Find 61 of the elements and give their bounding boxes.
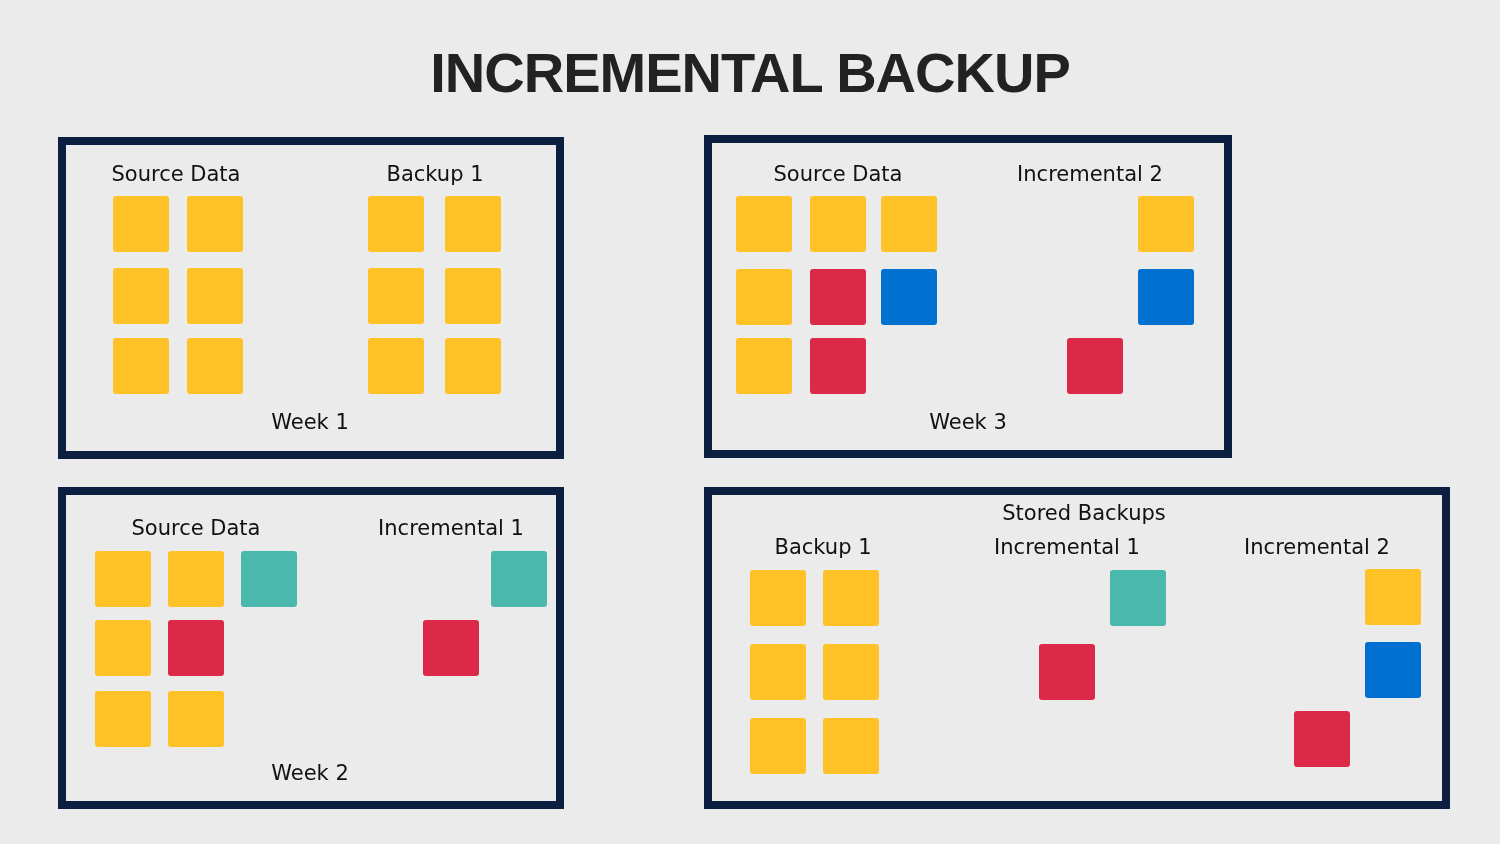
- data-block: [1039, 644, 1095, 700]
- data-block: [1294, 711, 1350, 767]
- data-block: [736, 338, 792, 394]
- data-block: [810, 338, 866, 394]
- panel-frame: [704, 135, 1232, 458]
- data-block: [113, 338, 169, 394]
- data-block: [823, 644, 879, 700]
- group-heading: Backup 1: [774, 535, 872, 559]
- data-block: [368, 268, 424, 324]
- group-heading: Incremental 1: [378, 516, 524, 540]
- data-block: [810, 196, 866, 252]
- data-block: [750, 570, 806, 626]
- data-block: [1110, 570, 1166, 626]
- data-block: [187, 196, 243, 252]
- panel-caption: Week 1: [271, 410, 349, 434]
- group-heading: Source Data: [111, 162, 241, 186]
- data-block: [113, 268, 169, 324]
- data-block: [1365, 642, 1421, 698]
- data-block: [810, 269, 866, 325]
- data-block: [95, 691, 151, 747]
- data-block: [445, 268, 501, 324]
- panel-caption: Week 2: [271, 761, 349, 785]
- data-block: [750, 644, 806, 700]
- group-heading: Incremental 2: [1244, 535, 1390, 559]
- data-block: [736, 269, 792, 325]
- group-heading: Source Data: [773, 162, 903, 186]
- group-heading: Incremental 2: [1017, 162, 1163, 186]
- data-block: [368, 196, 424, 252]
- data-block: [1067, 338, 1123, 394]
- data-block: [423, 620, 479, 676]
- data-block: [241, 551, 297, 607]
- data-block: [823, 570, 879, 626]
- data-block: [95, 551, 151, 607]
- group-heading: Source Data: [131, 516, 261, 540]
- group-heading: Backup 1: [386, 162, 484, 186]
- data-block: [1138, 196, 1194, 252]
- data-block: [368, 338, 424, 394]
- group-heading: Stored Backups: [1002, 501, 1166, 525]
- data-block: [168, 620, 224, 676]
- data-block: [187, 268, 243, 324]
- data-block: [1365, 569, 1421, 625]
- data-block: [823, 718, 879, 774]
- data-block: [168, 691, 224, 747]
- data-block: [445, 196, 501, 252]
- group-heading: Incremental 1: [994, 535, 1140, 559]
- data-block: [168, 551, 224, 607]
- data-block: [113, 196, 169, 252]
- data-block: [187, 338, 243, 394]
- data-block: [736, 196, 792, 252]
- data-block: [95, 620, 151, 676]
- data-block: [881, 269, 937, 325]
- panel-frame: [58, 137, 564, 459]
- panel-caption: Week 3: [929, 410, 1007, 434]
- panel-frame: [704, 487, 1450, 809]
- title: INCREMENTAL BACKUP: [429, 40, 1071, 105]
- data-block: [1138, 269, 1194, 325]
- data-block: [491, 551, 547, 607]
- data-block: [750, 718, 806, 774]
- panel-frame: [58, 487, 564, 809]
- data-block: [881, 196, 937, 252]
- data-block: [445, 338, 501, 394]
